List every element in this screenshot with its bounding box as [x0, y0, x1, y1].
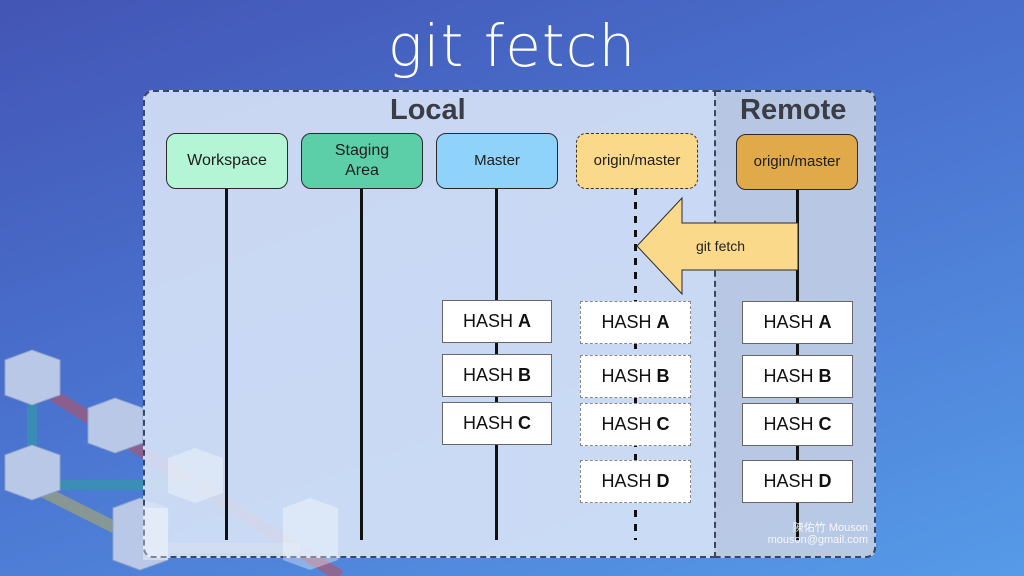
- workspace-label: Workspace: [187, 152, 267, 169]
- workspace-box[interactable]: Workspace: [166, 133, 288, 189]
- page-title: git fetch: [387, 12, 637, 80]
- staging-area-box[interactable]: Staging Area: [301, 133, 423, 189]
- staging-label-line2: Area: [345, 162, 379, 179]
- workspace-timeline: [225, 188, 228, 540]
- remote-panel-label: Remote: [740, 94, 847, 126]
- master-box[interactable]: Master: [436, 133, 558, 189]
- local-origin-master-box[interactable]: origin/master: [576, 133, 698, 189]
- staging-label-line1: Staging: [334, 142, 390, 159]
- watermark-email: mouson@gmail.com: [767, 534, 868, 546]
- remote-origin-master-label: origin/master: [753, 153, 841, 170]
- local-origin-master-label: origin/master: [593, 152, 681, 169]
- fetch-arrow-label: git fetch: [696, 238, 746, 254]
- remote-origin-master-box[interactable]: origin/master: [736, 134, 858, 190]
- local-panel-label: Local: [390, 94, 466, 126]
- staging-timeline: [360, 188, 363, 540]
- fetch-arrow: [636, 196, 799, 296]
- watermark-name: 陳佑竹 Mouson: [792, 522, 868, 534]
- master-label: Master: [474, 152, 520, 169]
